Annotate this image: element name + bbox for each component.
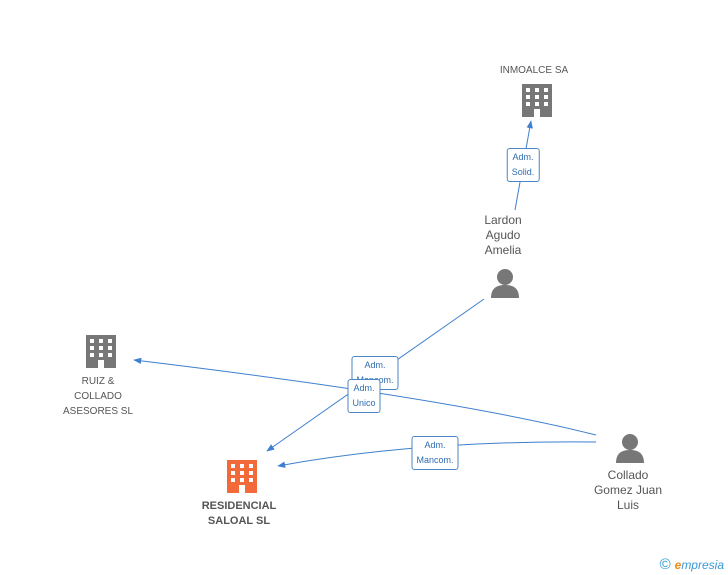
- node-label-inmoalce[interactable]: INMOALCE SA: [499, 65, 569, 76]
- person-icon-collado[interactable]: [616, 434, 644, 463]
- building-icon-residencial[interactable]: [227, 460, 257, 493]
- edge-collado-ruiz: [133, 357, 597, 436]
- brand-e: e: [674, 558, 682, 572]
- brand-name: mpresia: [681, 558, 724, 572]
- edge-label-adm-solid: Adm. Solid.: [506, 148, 540, 182]
- copyright-icon: ©: [659, 556, 671, 573]
- building-icon-inmoalce[interactable]: [522, 84, 552, 117]
- edge-label-adm-unico: Adm. Unico: [347, 379, 381, 413]
- node-label-residencial[interactable]: RESIDENCIAL SALOAL SL: [201, 500, 277, 527]
- edge-label-adm-mancom-collado: Adm. Mancom.: [411, 436, 459, 470]
- person-icon-lardon[interactable]: [491, 269, 519, 298]
- brand-footer: ©empresia: [660, 556, 724, 573]
- node-label-lardon[interactable]: Lardon Agudo Amelia: [484, 213, 522, 257]
- node-label-collado[interactable]: Collado Gomez Juan Luis: [593, 468, 663, 512]
- building-icon-ruiz[interactable]: [86, 335, 116, 368]
- node-label-ruiz[interactable]: RUIZ & COLLADO ASESORES SL: [62, 376, 134, 417]
